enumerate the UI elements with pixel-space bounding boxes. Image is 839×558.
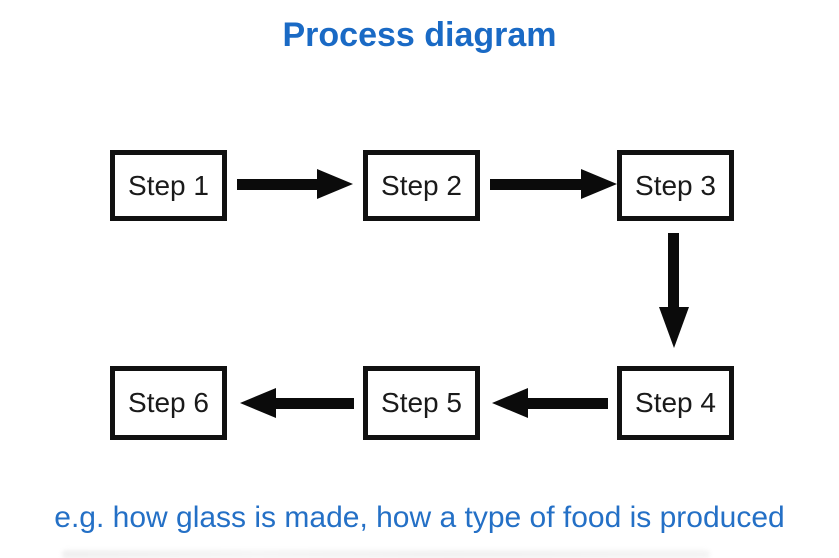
page-title: Process diagram xyxy=(282,16,557,54)
step-box-3: Step 3 xyxy=(617,150,734,221)
arrow-head-left-icon xyxy=(240,388,276,418)
step-label-3: Step 3 xyxy=(635,169,716,201)
cutoff-text-line xyxy=(62,550,710,558)
step-box-1: Step 1 xyxy=(110,150,227,221)
step-label-5: Step 5 xyxy=(381,387,462,418)
arrow-head-left-icon xyxy=(492,388,528,418)
step-label-1: Step 1 xyxy=(128,169,209,201)
arrow-shaft xyxy=(276,397,354,409)
step-label-4: Step 4 xyxy=(635,387,716,418)
step-box-5: Step 5 xyxy=(363,366,480,440)
arrow-shaft xyxy=(668,233,679,307)
arrow-head-right-icon xyxy=(581,169,617,199)
arrow-shaft xyxy=(490,178,581,190)
step-box-6: Step 6 xyxy=(110,366,227,440)
step-box-4: Step 4 xyxy=(617,366,734,440)
step-label-6: Step 6 xyxy=(128,387,209,418)
step-box-2: Step 2 xyxy=(363,150,480,221)
step-label-2: Step 2 xyxy=(381,169,462,201)
arrow-step5-to-step6-icon xyxy=(240,388,354,418)
arrow-shaft xyxy=(237,178,317,190)
arrow-step4-to-step5-icon xyxy=(492,388,608,418)
arrow-step2-to-step3-icon xyxy=(490,169,617,199)
arrow-step1-to-step2-icon xyxy=(237,169,353,199)
example-caption: e.g. how glass is made, how a type of fo… xyxy=(54,501,785,534)
arrow-shaft xyxy=(528,397,608,409)
arrow-step3-to-step4-icon xyxy=(658,233,689,348)
arrow-head-right-icon xyxy=(317,169,353,199)
arrow-head-down-icon xyxy=(658,307,689,348)
